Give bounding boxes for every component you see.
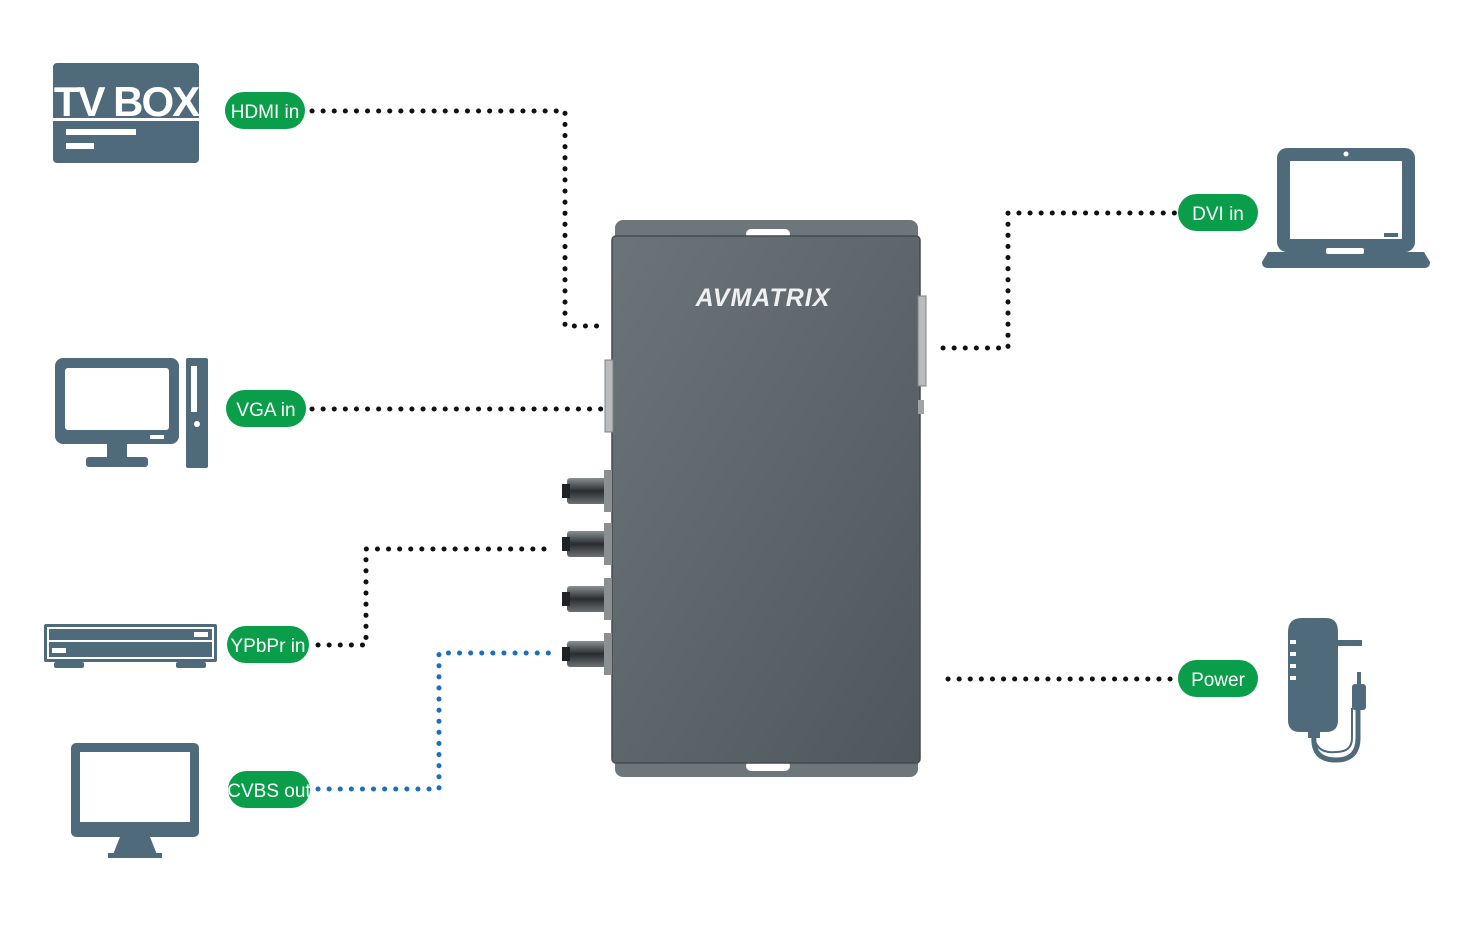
desktop-computer-icon [55,358,208,468]
dvi-connection-line [940,210,1181,351]
vga-in-label: VGA in [226,390,306,427]
bnc-connector [562,470,612,512]
monitor-icon [71,743,199,858]
ypbpr-connection-line [315,546,555,648]
bnc-connector [562,633,612,675]
hdmi-in-label: HDMI in [225,92,305,129]
converter-device: AVMATRIX [604,220,927,777]
laptop-icon [1262,148,1430,268]
hdmi-connection-line [309,108,601,329]
dvd-player-icon [44,624,217,668]
svg-text:VGA in: VGA in [236,400,295,421]
bnc-connector [562,523,612,565]
power-adapter-icon [1288,618,1366,763]
svg-text:Power: Power [1191,670,1246,691]
svg-text:CVBS out: CVBS out [227,781,311,802]
dvi-in-label: DVI in [1178,194,1258,231]
cvbs-connection-line [315,650,555,792]
svg-text:DVI in: DVI in [1192,204,1244,225]
tv-box-label: TV BOX [54,78,200,125]
tv-box-icon: TV BOX [53,63,202,163]
svg-text:HDMI in: HDMI in [231,102,300,123]
brand-logo: AVMATRIX [695,284,831,312]
svg-text:YPbPr in: YPbPr in [231,636,306,657]
power-label: Power [1178,660,1258,697]
ypbpr-in-label: YPbPr in [227,626,309,663]
cvbs-out-label: CVBS out [227,771,311,808]
bnc-connector [562,578,612,620]
